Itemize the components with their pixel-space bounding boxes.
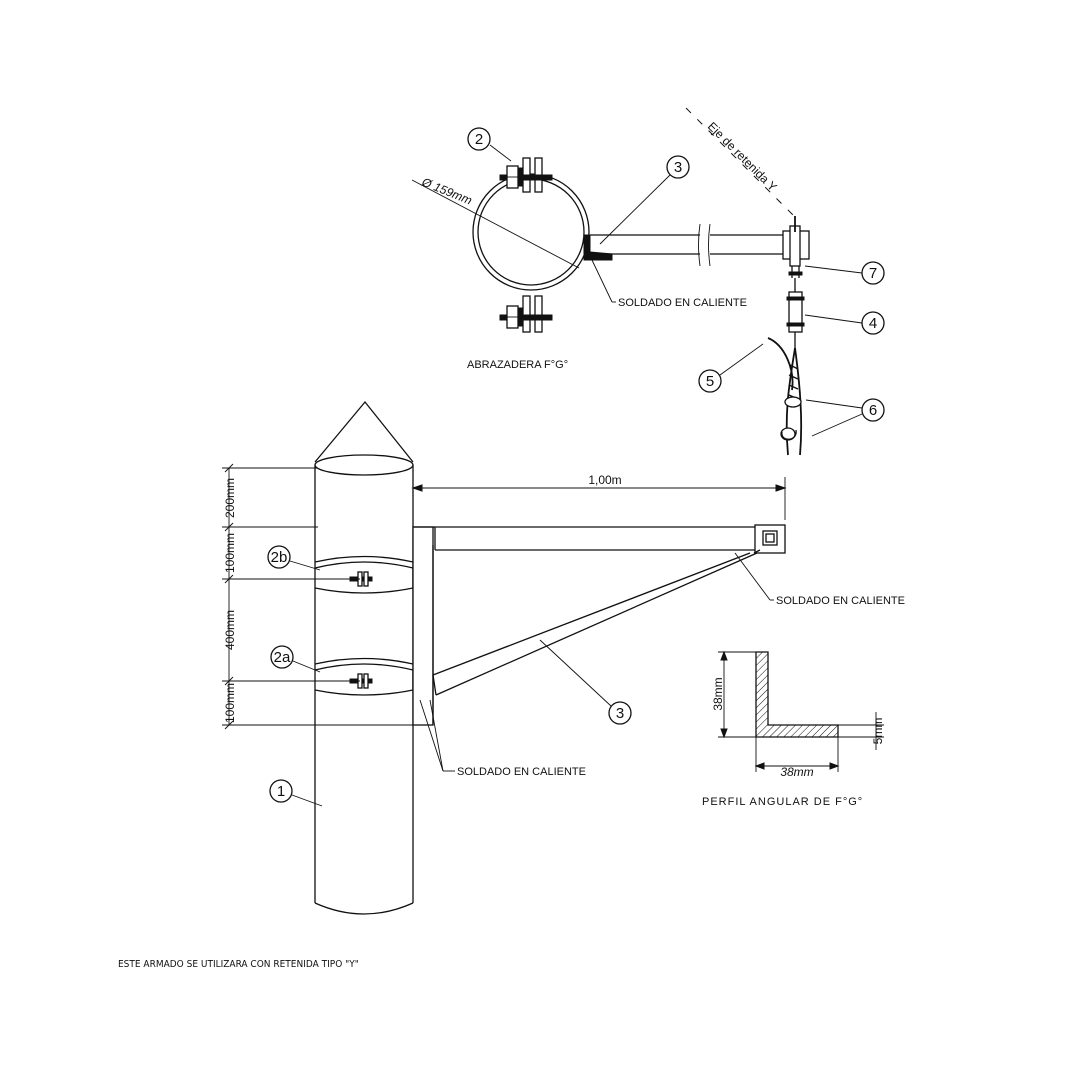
arm-length-label: 1,00m xyxy=(588,473,621,487)
clamp-ring-inner xyxy=(477,178,585,286)
pole-bottom xyxy=(314,902,414,915)
weld-label-clamp: SOLDADO EN CALIENTE xyxy=(618,297,747,309)
dim-100-top-label: 100mm xyxy=(223,533,237,573)
clamp-ring-outer xyxy=(472,173,590,291)
callout-3-top xyxy=(666,155,690,179)
svg-text:5: 5 xyxy=(706,373,714,390)
dim-100-bottom-label: 100mm xyxy=(223,683,237,723)
callouts-top: 2 3 7 4 5 6 xyxy=(467,127,885,437)
clamp-top-bolt xyxy=(499,174,553,181)
profile-width-label: 38mm xyxy=(780,765,813,779)
svg-text:1: 1 xyxy=(277,783,285,800)
wire-clip-1 xyxy=(784,396,802,408)
wire-clip-2 xyxy=(780,427,796,441)
svg-text:2b: 2b xyxy=(271,549,288,566)
clamp-top-washer xyxy=(517,167,523,187)
clamp-detail: Ø 159mm Eje de r xyxy=(411,107,810,456)
vertical-plate xyxy=(412,526,434,726)
callout-6 xyxy=(861,398,885,422)
svg-text:6: 6 xyxy=(869,402,877,419)
clamp-weld-block xyxy=(583,234,591,261)
profile-title: PERFIL ANGULAR DE F°G° xyxy=(702,796,863,808)
angle-profile-detail: 38mm 38mm 5mm PERFIL ANGULAR DE F°G° xyxy=(702,650,885,808)
diagonal-brace-top xyxy=(432,552,751,676)
dim-400-label: 400mm xyxy=(223,610,237,650)
svg-text:4: 4 xyxy=(869,315,877,332)
svg-text:3: 3 xyxy=(674,159,682,176)
callout-3-bottom xyxy=(608,701,632,725)
clamp-bottom-ear-left xyxy=(522,295,531,333)
pole-top-ellipse xyxy=(314,454,414,476)
guy-axis-label: Eje de retenida Y xyxy=(705,119,780,194)
svg-text:7: 7 xyxy=(869,265,877,282)
callout-2 xyxy=(467,127,491,151)
svg-text:2a: 2a xyxy=(274,649,291,666)
svg-text:3: 3 xyxy=(616,705,624,722)
callout-2a xyxy=(270,645,294,669)
weld-label-arm: SOLDADO EN CALIENTE xyxy=(776,595,905,607)
clamp-bottom-bolt xyxy=(499,314,553,321)
guy-wire xyxy=(785,347,796,456)
callout-1 xyxy=(269,779,293,803)
guy-axis-line xyxy=(685,107,797,219)
profile-thickness-label: 5mm xyxy=(871,718,885,745)
profile-height-label: 38mm xyxy=(711,677,725,710)
callout-5 xyxy=(698,369,722,393)
clamp-bottom-ear-right xyxy=(534,295,543,333)
dim-200-label: 200mm xyxy=(223,478,237,518)
diameter-line xyxy=(411,179,580,269)
diameter-label: Ø 159mm xyxy=(419,174,474,207)
svg-text:2: 2 xyxy=(475,131,483,148)
pole-assembly: 1,00m 200mm 100mm 400mm 100mm 2b 2a 1 3 xyxy=(222,400,905,915)
callout-2b xyxy=(267,545,291,569)
footnote: ESTE ARMADO SE UTILIZARA CON RETENIDA TI… xyxy=(118,959,359,970)
clamp-bottom-washer xyxy=(517,307,523,327)
diagonal-brace-bottom xyxy=(435,552,758,696)
pole-cone xyxy=(314,400,414,463)
angle-profile-shape xyxy=(755,651,839,738)
weld-label-pole: SOLDADO EN CALIENTE xyxy=(457,766,586,778)
clamp-title: ABRAZADERA F°G° xyxy=(467,359,568,371)
